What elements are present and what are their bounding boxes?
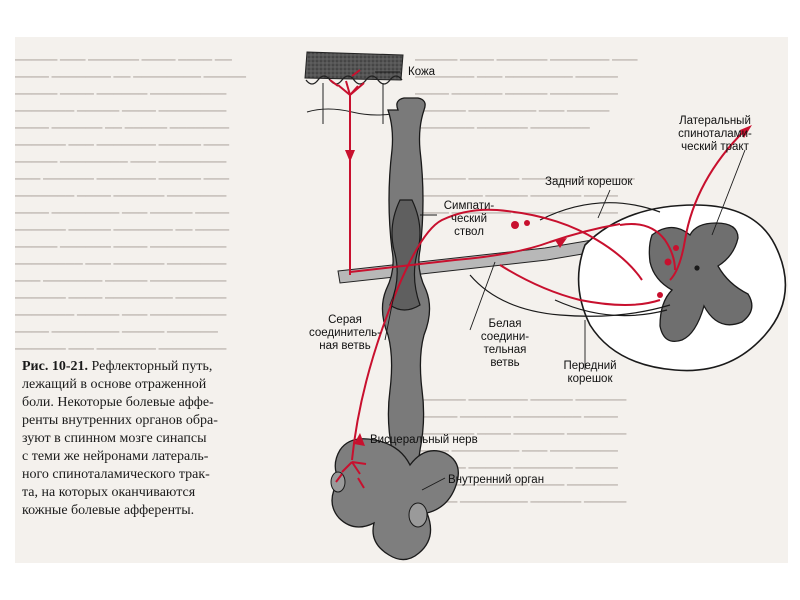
bleed-through-text-left: ▁▁▁▁▁ ▁▁▁ ▁▁▁▁▁▁ ▁▁▁▁ ▁▁▁▁ ▁▁▁▁▁▁ ▁▁▁▁▁▁…: [15, 49, 246, 350]
skin-dermis-line: [306, 108, 403, 116]
leader-dorsal-root: [597, 189, 611, 219]
bleed-through-text-right: ▁▁▁▁▁ ▁▁▁▁ ▁▁▁▁▁▁ ▁▁▁▁▁▁▁ ▁▁▁▁▁▁▁▁▁▁ ▁▁▁…: [415, 49, 638, 503]
caption-line: ренты внутренних органов обра-: [22, 413, 218, 428]
synapse: [511, 221, 519, 229]
caption-line: ного спиноталамического трак-: [22, 467, 210, 482]
synapse-dots: [511, 220, 679, 298]
arrow-dorsal-root: [555, 238, 567, 248]
caption-line: боли. Некоторые болевые аффе-: [22, 395, 214, 410]
leader-lines: [375, 71, 746, 491]
leader-white-ramus: [469, 261, 496, 331]
internal-organ-lumen: [408, 502, 428, 528]
arrow-lateral-tract: [740, 125, 752, 138]
caption-line: та, на которых оканчиваются: [22, 485, 196, 500]
skin-surface-wave: [305, 75, 403, 85]
ventral-outflow: [499, 264, 661, 306]
internal-organ: [331, 438, 459, 561]
cutaneous-to-cord: [349, 223, 621, 273]
dorsal-horn-terminal: [619, 223, 676, 271]
caption-line: зуют в спинном мозге синапсы: [22, 431, 207, 446]
dorsal-root-outline: [539, 202, 661, 221]
visceral-afferent: [351, 208, 643, 461]
sympathetic-ganglion: [389, 199, 421, 311]
internal-organ-lumen-left: [330, 471, 346, 493]
caption-number: Рис. 10-21.: [22, 359, 88, 374]
caption-line: лежащий в основе отраженной: [22, 377, 207, 392]
spinal-cord-gray-matter: [648, 222, 753, 343]
synapse: [664, 258, 672, 266]
synapse: [657, 292, 663, 298]
arrow-cutaneous: [345, 150, 355, 162]
leader-gray-ramus: [384, 289, 396, 341]
synapse: [673, 245, 679, 251]
synapse: [524, 220, 530, 226]
central-canal: [694, 265, 700, 271]
caption-line: кожные болевые афференты.: [22, 503, 195, 518]
ventral-root-outline: [554, 299, 668, 317]
label-skin: Кожа: [408, 66, 436, 78]
pain-pathway: [329, 69, 746, 489]
visceral-arbor: [335, 461, 367, 489]
spinal-nerve-branch-lower: [469, 274, 671, 317]
label-dorsal-root: Задний корешок: [545, 176, 633, 188]
figure-caption: Рис. 10-21. Рефлекторный путь, лежащий в…: [22, 358, 272, 520]
skin-tissue: [304, 51, 404, 81]
lateral-tract: [669, 129, 746, 281]
caption-line: с теми же нейронами латераль-: [22, 449, 209, 464]
leader-lateral-tract: [711, 149, 746, 236]
cutaneous-arbor: [329, 69, 365, 96]
arrowheads: [345, 125, 752, 446]
arrow-visceral: [354, 433, 365, 446]
leader-organ: [421, 477, 446, 491]
caption-line: Рефлекторный путь,: [91, 359, 213, 374]
label-internal-organ: Внутренний орган: [448, 474, 545, 486]
label-visceral-nerve: Висцеральный нерв: [370, 434, 478, 446]
